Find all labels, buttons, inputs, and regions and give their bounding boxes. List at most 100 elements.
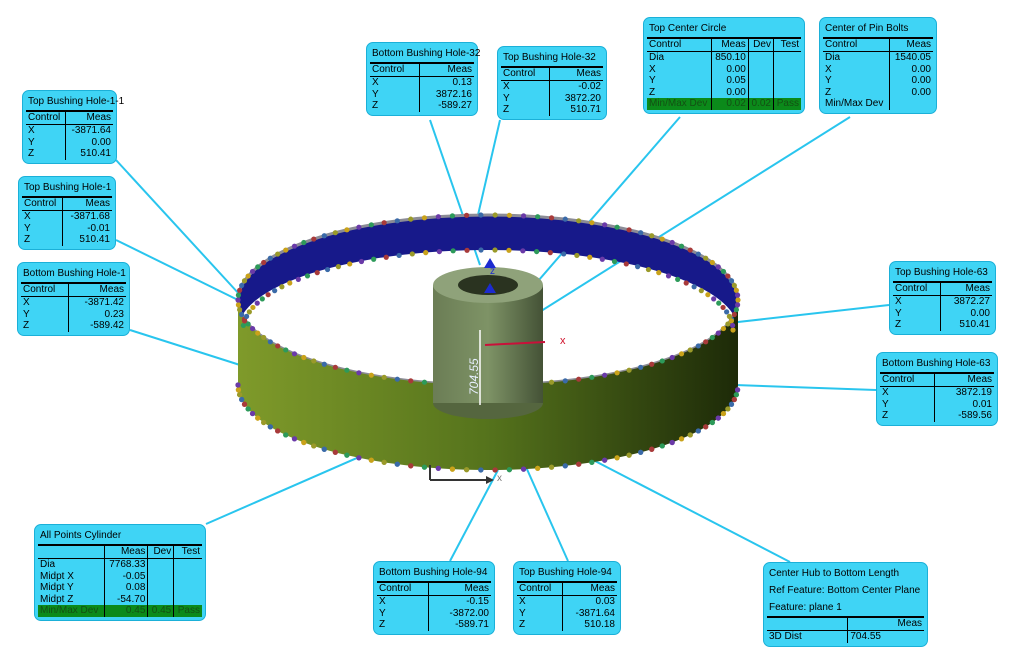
measured-point [267,339,273,345]
measured-point [396,252,402,259]
measured-point [275,251,281,257]
table-cell: Midpt Z [40,593,74,605]
measured-point [720,325,727,332]
measured-point [464,247,470,253]
measured-point [408,463,414,469]
measured-point [587,254,593,260]
measured-point [261,334,267,341]
column-header: Test [772,37,801,52]
table-cell [173,558,202,571]
measured-point [394,218,400,224]
measured-point [332,364,338,370]
table-cell [147,570,174,582]
measured-point [237,392,243,398]
measured-point [669,439,675,446]
measured-point [709,419,715,426]
measured-point [394,376,400,382]
measured-point [656,270,662,276]
measured-point [506,467,512,473]
table-row: Z-589.56 [880,410,994,422]
column-header: Meas [933,372,994,387]
column-header [767,616,848,631]
measured-point [347,261,353,267]
table-row: Y-3872.00 [377,607,491,619]
table-cell: Z [895,319,902,330]
measured-point [321,361,327,367]
measured-point [435,465,441,471]
measured-point [291,351,298,357]
table-row: X-3871.42 [21,296,126,309]
measured-point [356,224,362,230]
measured-point [449,213,456,219]
table-cell: 0.00 [711,63,749,75]
measured-point [547,250,553,256]
measured-point [720,410,727,417]
measured-point [478,247,484,253]
measured-point [731,282,737,289]
measured-point [728,401,735,407]
table-cell: Min/Max Dev [825,98,884,109]
measured-point [464,212,470,218]
table-cell [772,63,801,75]
measured-point [734,302,741,308]
measured-point [239,396,245,403]
measured-point [235,297,241,303]
measured-point [245,321,251,327]
measured-point [246,309,252,315]
table-cell: 3872.27 [939,295,992,308]
column-header: Dev [747,37,774,52]
table-cell: 510.71 [548,104,603,116]
measured-point [626,367,632,373]
table-cell: Z [28,148,35,159]
measured-point [687,432,693,438]
table-cell [747,51,774,64]
table-cell: Dia [649,52,665,63]
measured-point [254,300,260,306]
measured-point [665,273,672,279]
measured-point [562,216,568,222]
measured-point [301,239,307,246]
measured-point [265,292,271,298]
z-axis-label: z [490,266,495,277]
triad-x-label: x [497,473,502,484]
table-cell: 0.13 [418,76,474,89]
table-cell: 3872.19 [933,386,994,399]
table-cell: Min/Max Dev [38,605,105,617]
table-cell [173,570,202,582]
measured-point [731,311,737,318]
measured-point [695,343,701,349]
measured-point [267,255,273,261]
table-cell: Y [23,308,30,320]
table-cell: 510.18 [562,619,617,631]
table-cell: -0.01 [62,222,112,234]
measured-point [576,376,582,382]
table-cell: X [372,77,379,88]
table-cell: 0.05 [711,75,749,87]
measured-point [703,255,709,261]
table-cell: Z [882,410,889,421]
measured-point [611,258,618,265]
table-cell: 0.00 [711,86,749,98]
